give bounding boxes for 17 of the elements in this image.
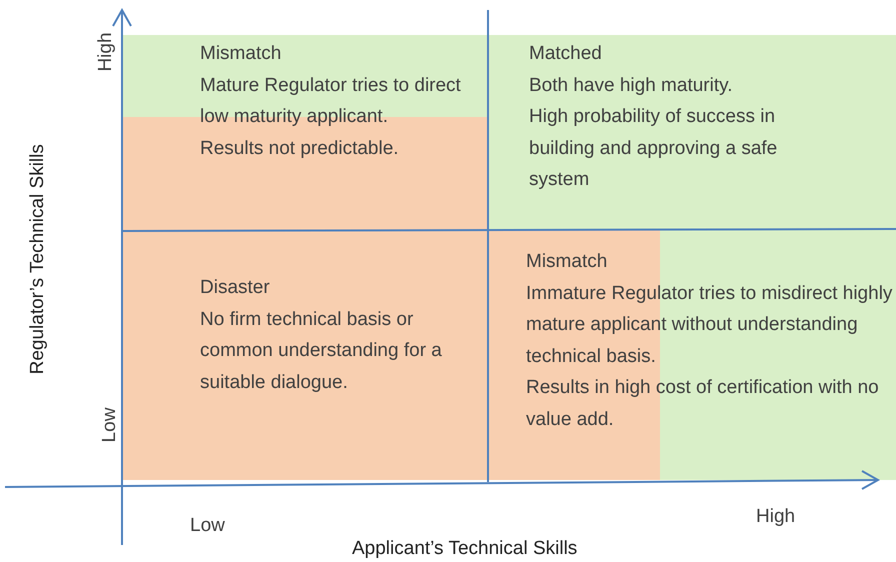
- quadrant-text: Results not predictable.: [200, 136, 400, 160]
- quadrant-heading: Matched: [529, 42, 603, 66]
- quadrant-text: Both have high maturity.: [529, 74, 734, 98]
- quadrant-text: No firm technical basis or common understanding for a suitable dialogue.: [200, 308, 443, 394]
- axis-tick-label: Low: [190, 514, 225, 538]
- quadrant-text: Immature Regulator tries to misdirect highly mature applicant without understanding technical basis.: [526, 282, 894, 368]
- quadrant-text: High probability of success in building and approving a safe system: [529, 105, 778, 192]
- quadrant-heading: Disaster: [200, 276, 271, 300]
- axis-tick-label: High: [94, 31, 116, 74]
- quadrant-text: Mature Regulator tries to direct low maturity applicant.: [200, 74, 462, 129]
- quadrant-heading: Mismatch: [200, 42, 282, 66]
- quadrant-text: Results in high cost of certification with no value add.: [526, 376, 880, 432]
- axis-tick-label: High: [756, 505, 796, 529]
- axis-title: Regulator’s Technical Skills: [26, 143, 49, 376]
- axis-tick-label: Low: [98, 406, 120, 444]
- axis-title: Applicant’s Technical Skills: [352, 537, 578, 561]
- quadrant-heading: Mismatch: [526, 250, 608, 274]
